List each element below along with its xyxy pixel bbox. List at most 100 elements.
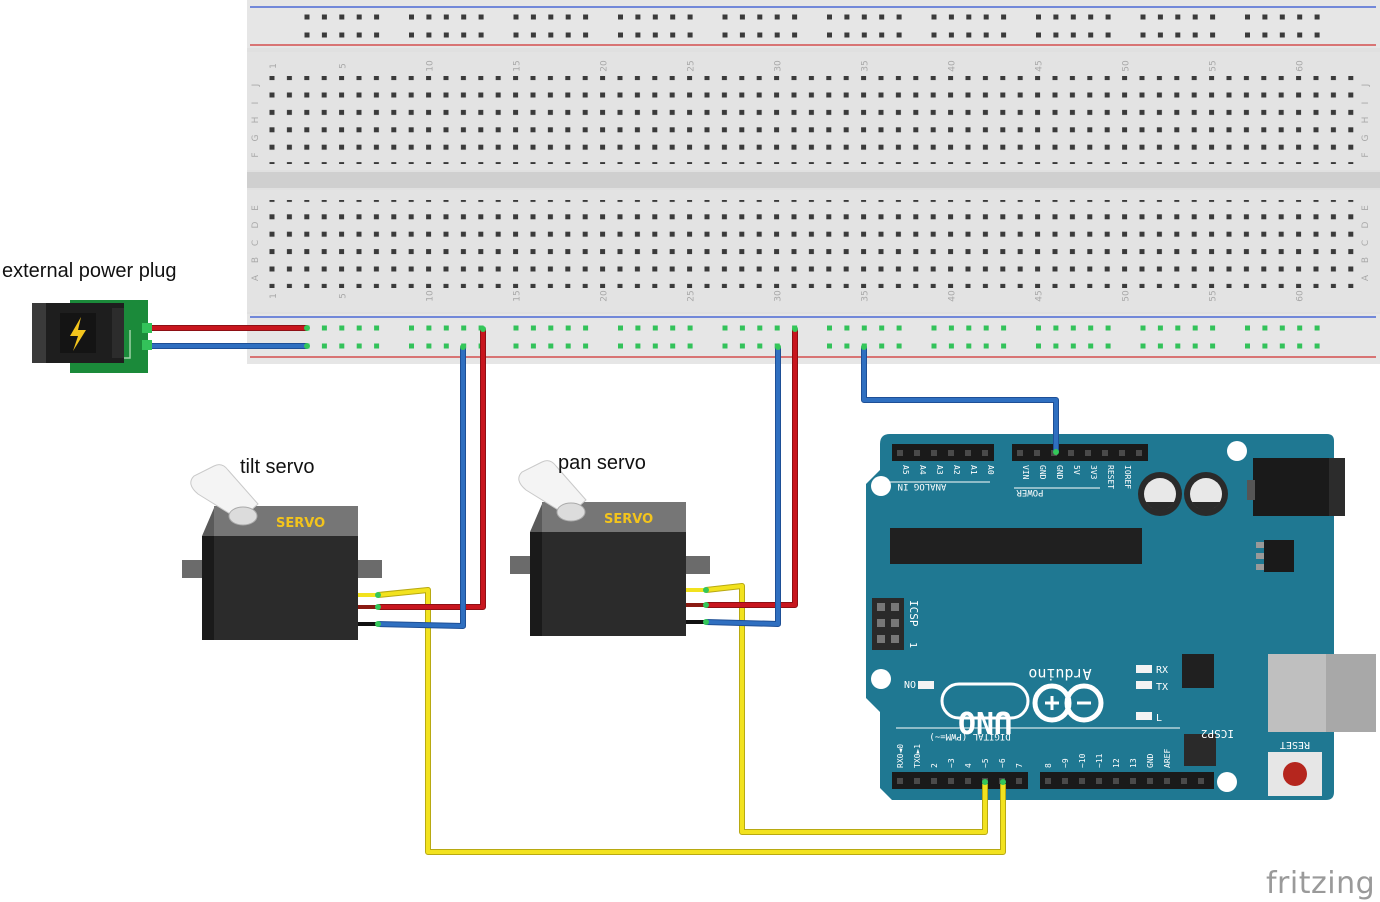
led-rx xyxy=(1136,665,1152,673)
pin-label: ~5 xyxy=(981,758,990,768)
lightning-bolt-icon xyxy=(70,317,86,351)
arduino-logo xyxy=(940,682,1104,723)
row-letter: C xyxy=(251,240,261,246)
rx-label: RX xyxy=(1156,665,1168,676)
l-label: L xyxy=(1156,713,1162,724)
pin-label: A5 xyxy=(901,465,910,475)
power-plug-caption: external power plug xyxy=(2,260,177,282)
row-letter: A xyxy=(251,274,261,281)
row-letter: B xyxy=(251,257,261,263)
breadboard-top-rail xyxy=(247,0,1380,48)
pin-label: A3 xyxy=(935,465,944,475)
servo-case xyxy=(530,532,686,636)
power-plug xyxy=(32,300,152,373)
pin-label: VIN xyxy=(1021,465,1030,480)
column-number: 15 xyxy=(513,290,523,301)
wires xyxy=(152,325,1059,855)
row-letter: I xyxy=(1361,102,1371,105)
usb-chip xyxy=(1182,654,1214,688)
row-letter: E xyxy=(251,205,261,211)
column-number: 40 xyxy=(948,60,958,72)
column-number: 30 xyxy=(774,60,784,72)
pin-label: 2 xyxy=(930,763,939,768)
pin-label: GND xyxy=(1038,465,1047,480)
column-number: 30 xyxy=(774,290,784,302)
power-header-title: POWER xyxy=(1016,487,1044,497)
servo-case xyxy=(202,536,358,640)
pin-label: 4 xyxy=(964,763,973,768)
breadboard-bottom-rail xyxy=(247,314,1380,364)
wire-red-pan xyxy=(706,329,798,608)
column-number: 15 xyxy=(513,60,523,71)
led-on xyxy=(918,681,934,689)
pin-label: ~11 xyxy=(1095,753,1104,768)
servo-horn xyxy=(190,464,259,521)
column-number: 1 xyxy=(269,293,279,299)
pin-label: 8 xyxy=(1044,763,1053,768)
row-letter: D xyxy=(1361,221,1371,228)
tilt-servo-caption: tilt servo xyxy=(240,456,315,478)
microcontroller-chip xyxy=(890,528,1142,564)
column-number: 55 xyxy=(1209,290,1219,301)
wire-blue-tilt xyxy=(377,347,466,629)
row-letter: E xyxy=(1361,205,1371,211)
servo-label: SERVO xyxy=(604,512,653,527)
breadboard-labels: 1155101015152020252530303535404045455050… xyxy=(251,60,1371,302)
pin-label: ~3 xyxy=(947,758,956,768)
pin-label: 7 xyxy=(1015,763,1024,768)
column-number: 60 xyxy=(1296,290,1306,302)
column-number: 1 xyxy=(269,63,279,69)
pin-label: ~10 xyxy=(1078,753,1087,768)
row-letter: I xyxy=(251,102,261,105)
pin-label: A2 xyxy=(952,465,961,475)
column-number: 25 xyxy=(687,60,697,71)
pin-label: ~9 xyxy=(1061,758,1070,768)
digital-header-high xyxy=(1040,772,1214,789)
pin-label: TX0►1 xyxy=(913,744,922,768)
row-letter: F xyxy=(1361,152,1371,157)
column-number: 20 xyxy=(600,290,610,302)
pin-label: A4 xyxy=(918,465,927,475)
pin-label: GND xyxy=(1146,753,1155,768)
row-letter: H xyxy=(251,117,261,124)
wire-red-tilt xyxy=(378,329,486,610)
pin-label: A0 xyxy=(986,465,995,475)
on-label: ON xyxy=(904,678,916,689)
upper-holes xyxy=(264,76,1357,164)
power-header xyxy=(1012,444,1148,461)
row-letter: F xyxy=(251,152,261,157)
row-letter: G xyxy=(1361,134,1371,141)
arduino-model: UNO xyxy=(958,704,1012,739)
column-number: 35 xyxy=(861,290,871,301)
servo-label: SERVO xyxy=(276,516,325,531)
pin-label: ~6 xyxy=(998,758,1007,768)
servo-horn xyxy=(518,460,587,517)
row-letter: J xyxy=(1361,84,1371,88)
row-letter: D xyxy=(251,221,261,228)
row-letter: J xyxy=(251,84,261,88)
arduino-name: Arduino xyxy=(1028,665,1091,683)
mount-hole xyxy=(871,669,891,689)
arduino-board xyxy=(866,434,1334,800)
pin-label: 3V3 xyxy=(1089,465,1098,480)
icsp2-label: ICSP2 xyxy=(1201,727,1234,740)
pin-label: IOREF xyxy=(1123,465,1132,489)
tilt-servo: SERVO xyxy=(182,464,382,640)
column-number: 60 xyxy=(1296,60,1306,72)
icsp-pin-one: 1 xyxy=(907,642,918,648)
column-number: 5 xyxy=(339,63,349,69)
wire-blue-pan xyxy=(705,347,781,627)
row-letter: H xyxy=(1361,117,1371,124)
mount-hole xyxy=(871,476,891,496)
column-number: 40 xyxy=(948,290,958,302)
header-pins xyxy=(897,450,1204,784)
analog-header xyxy=(892,444,994,461)
digital-header-low xyxy=(892,772,1028,789)
pin-label: 5V xyxy=(1072,465,1081,475)
lower-holes xyxy=(264,200,1357,288)
pin-label: A1 xyxy=(969,465,978,475)
center-channel xyxy=(247,172,1380,188)
row-letter: B xyxy=(1361,257,1371,263)
top-rail-holes xyxy=(304,14,1320,38)
